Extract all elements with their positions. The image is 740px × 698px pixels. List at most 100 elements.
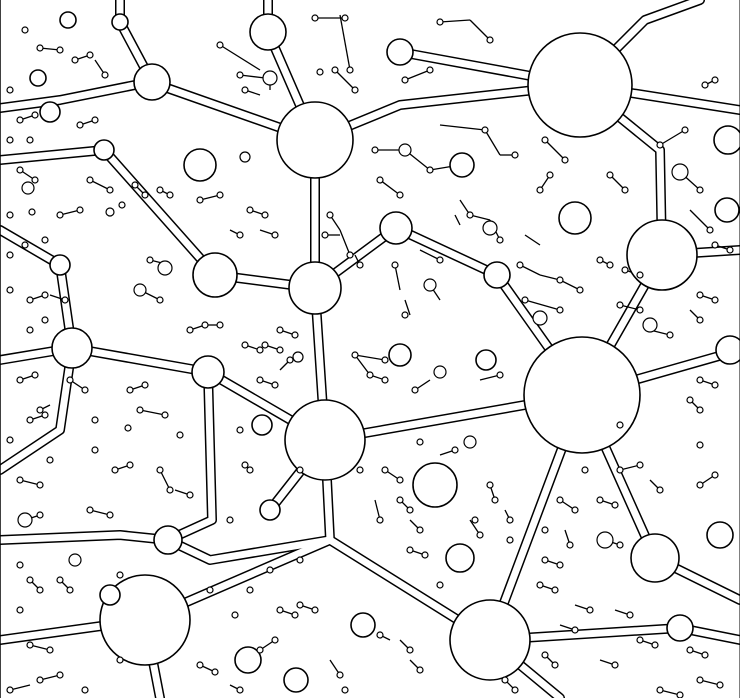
leaf-node-245 (7, 437, 13, 443)
leaf-node-36 (522, 297, 528, 303)
leaf-node-12 (402, 77, 408, 83)
leaf-node-231 (417, 439, 423, 445)
leaf-node-180 (502, 677, 508, 683)
leaf-node-185 (637, 307, 643, 313)
leaf-node-146 (407, 547, 413, 553)
leaf-node-39 (437, 257, 443, 263)
leaf-node-192 (712, 382, 718, 388)
leaf-node-173 (717, 682, 723, 688)
leaf-node-72 (167, 192, 173, 198)
leaf-node-67 (147, 257, 153, 263)
leaf-node-96 (42, 412, 48, 418)
leaf-node-108 (137, 407, 143, 413)
hub-node-1 (277, 102, 353, 178)
leaf-node-79 (22, 182, 34, 194)
leaf-node-155 (537, 582, 543, 588)
leaf-node-111 (37, 482, 43, 488)
leaf-node-91 (62, 297, 68, 303)
leaf-node-178 (552, 662, 558, 668)
leaf-node-8 (217, 42, 223, 48)
leaf-node-156 (552, 587, 558, 593)
leaf-node-243 (47, 457, 53, 463)
leaf-node-51 (397, 192, 403, 198)
leaf-node-64 (202, 322, 208, 328)
leaf-node-166 (587, 607, 593, 613)
leaf-node-170 (687, 647, 693, 653)
hub-node-3 (285, 400, 365, 480)
leaf-node-241 (117, 572, 123, 578)
leaf-node-117 (37, 587, 43, 593)
hub-node-34 (284, 668, 308, 692)
hub-node-35 (351, 613, 375, 637)
leaf-node-216 (29, 209, 35, 215)
leaf-node-107 (142, 382, 148, 388)
leaf-node-61 (262, 212, 268, 218)
leaf-node-34 (557, 277, 563, 283)
leaf-node-186 (643, 318, 657, 332)
leaf-node-199 (712, 242, 718, 248)
leaf-node-149 (464, 436, 476, 448)
leaf-node-46 (382, 377, 388, 383)
leaf-node-154 (557, 562, 563, 568)
leaf-node-183 (292, 612, 298, 618)
leaf-node-48 (434, 366, 446, 378)
leaf-node-254 (7, 137, 13, 143)
leaf-node-131 (312, 607, 318, 613)
leaf-node-19 (657, 142, 663, 148)
leaf-node-209 (257, 377, 263, 383)
leaf-node-60 (247, 207, 253, 213)
leaf-node-16 (427, 167, 433, 173)
hub-node-17 (192, 356, 224, 388)
leaf-node-43 (352, 352, 358, 358)
hub-node-22 (559, 202, 591, 234)
hub-node-25 (484, 262, 510, 288)
hub-node-7 (250, 14, 286, 50)
leaf-node-147 (422, 552, 428, 558)
hub-node-5 (450, 600, 530, 680)
leaf-node-238 (297, 557, 303, 563)
leaf-node-226 (82, 687, 88, 693)
leaf-node-85 (87, 52, 93, 58)
leaf-node-141 (417, 527, 423, 533)
leaf-node-114 (87, 507, 93, 513)
leaf-node-129 (272, 637, 278, 643)
leaf-node-184 (617, 302, 623, 308)
leaf-node-201 (702, 82, 708, 88)
leaf-node-58 (237, 232, 243, 238)
leaf-node-57 (217, 192, 223, 198)
leaf-node-191 (697, 377, 703, 383)
leaf-node-116 (27, 577, 33, 583)
leaf-node-75 (57, 212, 63, 218)
leaf-node-130 (297, 602, 303, 608)
leaf-node-56 (197, 197, 203, 203)
leaf-node-15 (399, 144, 411, 156)
leaf-node-28 (537, 187, 543, 193)
leaf-node-247 (27, 327, 33, 333)
leaf-node-188 (697, 292, 703, 298)
leaf-node-163 (712, 472, 718, 478)
leaf-node-246 (92, 417, 98, 423)
leaf-node-135 (417, 667, 423, 673)
leaf-node-87 (37, 45, 43, 51)
leaf-node-193 (687, 397, 693, 403)
leaf-node-71 (157, 187, 163, 193)
leaf-node-182 (277, 607, 283, 613)
leaf-node-215 (240, 152, 250, 162)
leaf-node-84 (72, 57, 78, 63)
hub-node-32 (716, 336, 740, 364)
leaf-node-189 (712, 297, 718, 303)
leaf-node-218 (237, 427, 243, 433)
leaf-node-211 (287, 357, 293, 363)
leaf-node-22 (697, 187, 703, 193)
hub-node-24 (450, 153, 474, 177)
leaf-node-35 (577, 287, 583, 293)
leaf-node-122 (37, 677, 43, 683)
leaf-node-66 (157, 297, 163, 303)
leaf-node-4 (347, 67, 353, 73)
leaf-node-239 (247, 587, 253, 593)
leaf-node-76 (77, 207, 83, 213)
leaf-node-119 (67, 587, 73, 593)
hub-node-18 (413, 463, 457, 507)
leaf-node-37 (557, 307, 563, 313)
leaf-node-232 (472, 517, 478, 523)
